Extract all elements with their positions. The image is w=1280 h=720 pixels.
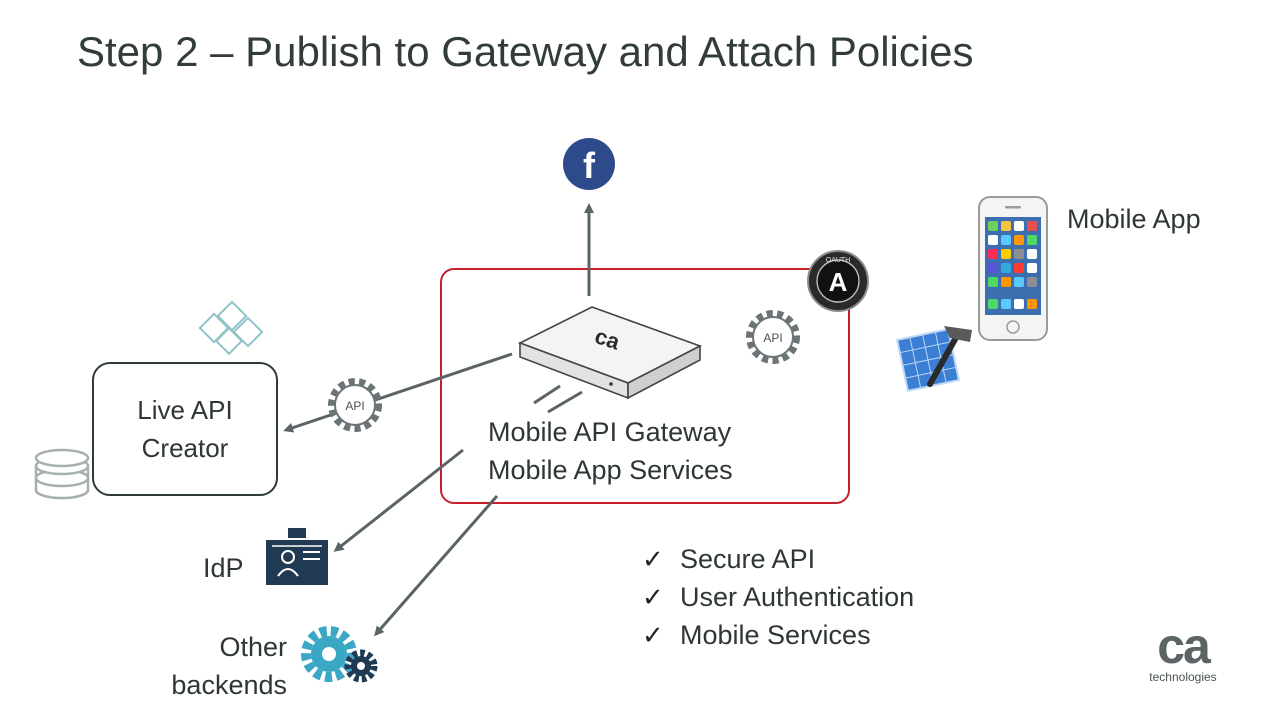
other-backends-line2: backends	[171, 670, 287, 700]
gateway-line1: Mobile API Gateway	[488, 417, 732, 447]
ca-logo-letters: ca	[1157, 618, 1211, 674]
api-gear-icon: API	[746, 310, 800, 364]
app-grid-icon	[988, 221, 1037, 309]
dash-2	[547, 390, 583, 414]
facebook-letter: f	[583, 145, 596, 186]
live-api-creator-box: Live API Creator	[92, 362, 278, 496]
gateway-line2: Mobile App Services	[488, 455, 733, 485]
api-gear-icon: API	[328, 378, 382, 432]
idp-label: IdP	[203, 553, 244, 583]
hammer-head	[944, 326, 972, 342]
api-gear-label: API	[763, 331, 782, 345]
other-backends-label: Other backends	[167, 628, 287, 704]
gateway-appliance-icon: ca	[517, 306, 703, 400]
oauth-top-text: OAUTH	[826, 257, 851, 264]
arrow-to-other-backends	[374, 495, 499, 637]
dash-1	[533, 384, 561, 405]
checklist-item: ✓ Mobile Services	[642, 616, 914, 654]
check-icon: ✓	[642, 582, 664, 612]
checklist-item: ✓ Secure API	[642, 540, 914, 578]
id-card-icon	[266, 528, 328, 585]
arrow-to-live-api-creator	[283, 352, 513, 433]
api-gear-label: API	[345, 399, 364, 413]
checklist-item-label: Secure API	[680, 544, 816, 574]
gateway-label: Mobile API Gateway Mobile App Services	[488, 413, 733, 489]
page-title: Step 2 – Publish to Gateway and Attach P…	[77, 28, 974, 75]
arrow-to-idp	[333, 448, 464, 552]
iphone-icon	[978, 196, 1048, 341]
live-api-creator-line2: Creator	[141, 433, 229, 463]
database-icon	[34, 448, 90, 500]
mobile-app-label: Mobile App	[1067, 204, 1201, 234]
checklist-item-label: Mobile Services	[680, 620, 871, 650]
check-icon: ✓	[642, 620, 664, 650]
gateway-box	[440, 268, 850, 504]
other-backends-line1: Other	[219, 632, 287, 662]
ca-technologies-logo: ca technologies	[1138, 618, 1228, 684]
checklist-item: ✓ User Authentication	[642, 578, 914, 616]
oauth-letter: A	[829, 267, 848, 297]
facebook-icon: f	[563, 138, 615, 190]
feature-checklist: ✓ Secure API ✓ User Authentication ✓ Mob…	[642, 540, 914, 654]
hammer-handle	[927, 331, 961, 387]
check-icon: ✓	[642, 544, 664, 574]
backend-gears-icon	[301, 626, 378, 683]
checklist-item-label: User Authentication	[680, 582, 915, 612]
oauth-badge-icon: OAUTH A	[807, 250, 869, 312]
ca-logo-sub: technologies	[1149, 670, 1217, 684]
xcode-icon	[895, 326, 972, 393]
puzzle-icon	[198, 300, 264, 356]
live-api-creator-line1: Live API	[137, 395, 233, 425]
